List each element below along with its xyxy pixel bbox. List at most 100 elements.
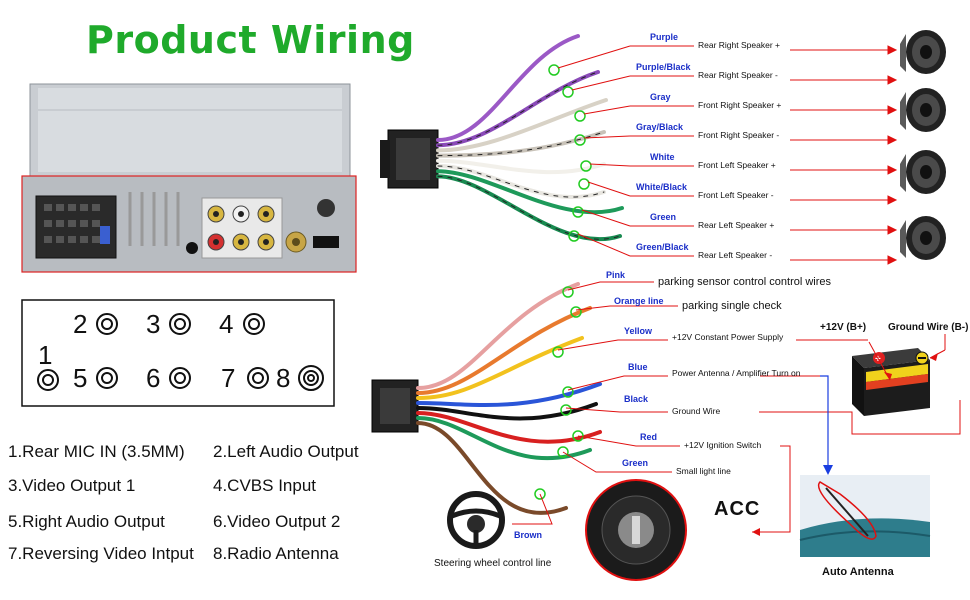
pin-number-2: 2: [73, 309, 88, 339]
wire-marker: [580, 160, 592, 172]
leader-line: [587, 181, 631, 197]
speaker-wire-stripe: [437, 165, 605, 198]
arrow-head: [887, 75, 898, 85]
arrow-head: [887, 225, 898, 235]
acc-label: ACC: [714, 498, 761, 520]
leader-line: [567, 281, 654, 291]
speaker-function-label: Front Right Speaker -: [698, 130, 780, 140]
leader-line: [562, 451, 672, 473]
wire-marker: [562, 86, 574, 98]
legend-item: 1.Rear MIC IN (3.5MM): [8, 442, 185, 461]
wire-marker: [562, 286, 574, 298]
leader-line: [583, 135, 631, 139]
wire-marker: [568, 230, 580, 242]
wire-marker: [562, 386, 574, 398]
power-function-label: +12V Ignition Switch: [684, 440, 762, 450]
legend-item: 2.Left Audio Output: [213, 442, 359, 461]
legend-item: 6.Video Output 2: [213, 512, 341, 531]
pin-number-1: 1: [38, 340, 53, 370]
power-function-label: parking single check: [682, 300, 782, 312]
wire-marker: [552, 346, 564, 358]
battery-plus-label: +12V (B+): [820, 322, 867, 333]
power-harness-connector: [371, 379, 419, 433]
speaker-function-label: Front Left Speaker +: [698, 160, 776, 170]
speaker-arrows: [557, 45, 898, 265]
speaker-color-label: White/Black: [636, 182, 688, 192]
legend-item: 3.Video Output 1: [8, 476, 136, 495]
steering-wheel-image: [447, 491, 505, 549]
head-unit-image: [21, 83, 357, 273]
arrow-head: [887, 105, 898, 115]
speaker-function-label: Front Left Speaker -: [698, 190, 774, 200]
wire-marker: [560, 404, 572, 416]
speaker-color-label: Gray/Black: [636, 122, 684, 132]
speaker-icon: [900, 216, 946, 260]
wire-marker: [574, 134, 586, 146]
power-wire: [416, 411, 602, 444]
speaker-color-label: Purple: [650, 32, 679, 42]
pin-number-8: 8: [276, 363, 291, 393]
pin-number-4: 4: [219, 309, 234, 339]
power-function-label: Small light line: [676, 466, 731, 476]
antenna-line: [820, 375, 829, 468]
speaker-function-label: Rear Right Speaker -: [698, 70, 778, 80]
battery-icon: +: [852, 348, 930, 416]
speaker-function-label: Front Right Speaker +: [698, 100, 782, 110]
legend-item: 4.CVBS Input: [213, 476, 317, 495]
power-function-label: Power Antenna / Amplifier Turn on: [672, 368, 801, 378]
pin-jacks: [37, 313, 324, 391]
power-function-label: parking sensor control control wires: [658, 276, 832, 288]
power-color-label: Green: [622, 458, 649, 468]
page-title: Product Wiring: [86, 18, 415, 62]
speakers: [900, 30, 946, 260]
ignition-switch-image: [585, 479, 687, 581]
speaker-function-label: Rear Left Speaker +: [698, 220, 775, 230]
power-wire: [416, 421, 568, 515]
leader-line: [557, 45, 631, 69]
svg-text:+: +: [875, 354, 881, 365]
power-function-label: Ground Wire: [672, 406, 721, 416]
leader-line: [577, 233, 631, 257]
pin-number-6: 6: [146, 363, 161, 393]
speaker-color-label: Purple/Black: [636, 62, 691, 72]
wire-marker: [548, 64, 560, 76]
speaker-wire-stripe: [437, 71, 599, 146]
battery-ground-label: Ground Wire (B-): [888, 322, 969, 333]
wire-marker: [572, 430, 584, 442]
speaker-icon: [900, 88, 946, 132]
power-color-label: Black: [624, 394, 649, 404]
power-color-label: Brown: [514, 530, 542, 540]
pin-number-7: 7: [221, 363, 236, 393]
wire-marker: [534, 488, 546, 500]
speaker-wire-stripe: [437, 175, 621, 240]
speaker-wire: [436, 174, 622, 242]
power-wire-bundle: [416, 282, 602, 515]
wire-marker: [572, 206, 584, 218]
power-color-label: Blue: [628, 362, 648, 372]
power-function-label: +12V Constant Power Supply: [672, 332, 784, 342]
leader-line: [583, 105, 631, 115]
speaker-color-label: Green/Black: [636, 242, 689, 252]
arrow-head: [887, 135, 898, 145]
speaker-color-label: White: [650, 152, 675, 162]
legend-item: 5.Right Audio Output: [8, 512, 165, 531]
speaker-icon: [900, 30, 946, 74]
power-wire: [416, 402, 598, 421]
pin-number-5: 5: [73, 363, 88, 393]
wire-marker: [578, 178, 590, 190]
legend-item: 8.Radio Antenna: [213, 544, 339, 563]
speaker-function-label: Rear Left Speaker -: [698, 250, 773, 260]
leader-line: [575, 305, 678, 311]
antenna-caption: Auto Antenna: [822, 566, 894, 578]
power-wire: [416, 306, 592, 395]
power-color-label: Orange line: [614, 296, 664, 306]
leader-line: [557, 339, 668, 351]
leader-line: [571, 75, 631, 91]
speaker-wire: [436, 34, 580, 142]
speaker-color-label: Green: [650, 212, 677, 222]
power-color-label: Pink: [606, 270, 626, 280]
power-wire: [416, 282, 580, 390]
leader-line: [512, 493, 553, 525]
speaker-color-label: Gray: [650, 92, 671, 102]
